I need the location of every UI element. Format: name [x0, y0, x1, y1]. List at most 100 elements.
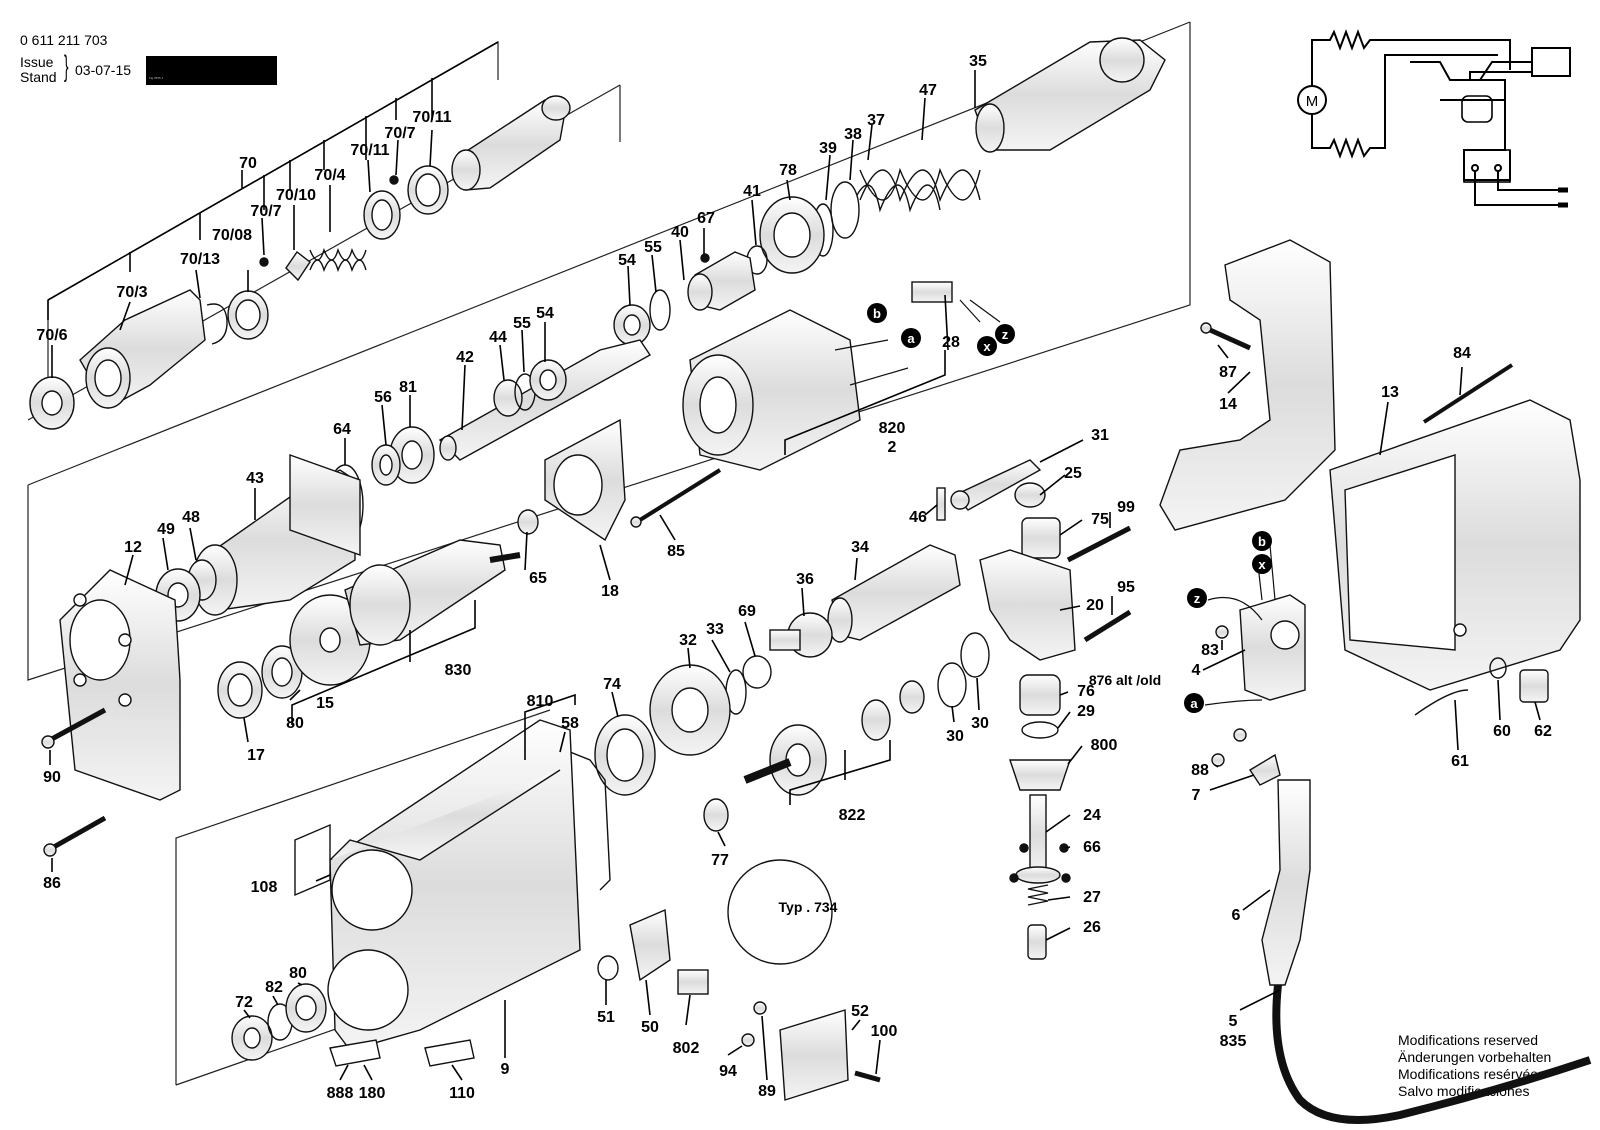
part-6-cable-sleeve: [1261, 779, 1311, 986]
part-58-clip: [539, 739, 611, 891]
part-artwork: [29, 37, 1592, 1124]
wire-lines: [834, 299, 1276, 706]
part-24-shaft: [1015, 794, 1061, 884]
part-9-gear-housing: [327, 719, 581, 1051]
part-85-screw: [630, 468, 722, 528]
label-13: 13: [1381, 384, 1399, 401]
part-84-screw: [1422, 363, 1514, 424]
svg-text:x: x: [1258, 557, 1266, 572]
part-36-piston: [769, 612, 833, 658]
part-54-bearing-upper: [613, 304, 651, 346]
label-84: 84: [1453, 345, 1471, 362]
marker-a-top: a: [901, 328, 921, 348]
stand-label: Stand: [20, 69, 57, 85]
label-4: 4: [1192, 662, 1201, 679]
label-43: 43: [246, 470, 264, 487]
part-86-screw: [43, 815, 107, 857]
label-39: 39: [819, 140, 837, 157]
label-70-08: 70/08: [212, 227, 252, 244]
part-81-bearing: [389, 426, 435, 484]
label-24: 24: [1083, 807, 1101, 824]
wire-markers: b a x z b x z a: [867, 303, 1272, 713]
label-67: 67: [697, 210, 715, 227]
label-70-4: 70/4: [314, 167, 345, 184]
part-30-washer-b: [960, 632, 990, 678]
part-888-label: [329, 1039, 381, 1067]
part-60-ring: [1489, 657, 1507, 679]
label-65: 65: [529, 570, 547, 587]
part-54-bearing-lower: [529, 359, 567, 401]
part-25-cam: [1014, 482, 1046, 508]
part-820-stator: [682, 309, 861, 471]
label-40: 40: [671, 224, 689, 241]
part-5-cable: [1272, 984, 1592, 1124]
marker-x-top: x: [977, 336, 997, 356]
label-70-3: 70/3: [116, 284, 147, 301]
part-12-flange: [59, 569, 181, 801]
part-72-ring: [231, 1015, 273, 1061]
svg-text:a: a: [907, 331, 915, 346]
marker-z-switch: z: [1187, 588, 1207, 608]
label-30-b: 30: [971, 715, 989, 732]
part-83-screw: [1215, 625, 1229, 639]
part-95-screw: [1083, 609, 1132, 643]
marker-x-switch: x: [1252, 554, 1272, 574]
issue-label: Issue: [20, 54, 54, 70]
svg-text:a: a: [1190, 696, 1198, 711]
label-35: 35: [969, 53, 987, 70]
part-13-motor-housing: [1329, 399, 1581, 691]
label-86: 86: [43, 875, 61, 892]
label-7: 7: [1192, 787, 1201, 804]
label-18: 18: [601, 583, 619, 600]
label-44: 44: [489, 329, 507, 346]
part-34-cylinder: [827, 544, 961, 643]
part-55-ring-upper: [649, 289, 671, 331]
part-20-switch-lever: [979, 549, 1076, 661]
part-62-knob: [1519, 669, 1549, 703]
motor-icon: [1297, 85, 1327, 115]
part-94-screw: [741, 1033, 755, 1047]
part-70-7-ball-b: [389, 175, 399, 185]
part-89-screw: [753, 1001, 767, 1015]
marker-b-switch: b: [1252, 531, 1272, 551]
label-56: 56: [374, 389, 392, 406]
label-54-b: 54: [536, 305, 554, 322]
label-77: 77: [711, 852, 729, 869]
label-99: 99: [1117, 499, 1135, 516]
label-6: 6: [1232, 907, 1241, 924]
part-80-bearing-lower: [285, 983, 327, 1033]
label-2: 2: [888, 439, 897, 456]
part-69-ring: [742, 655, 772, 689]
label-802: 802: [673, 1040, 700, 1057]
part-38-ring: [830, 181, 860, 239]
part-35-tool-holder: [974, 37, 1166, 153]
marker-b-top: b: [867, 303, 887, 323]
part-80-bearing: [261, 645, 303, 699]
label-5: 5: [1229, 1013, 1238, 1030]
modifications-de: Änderungen vorbehalten: [1398, 1049, 1552, 1065]
part-74-needle-bearing: [594, 714, 656, 796]
label-27: 27: [1083, 889, 1101, 906]
label-31: 31: [1091, 427, 1109, 444]
label-34: 34: [851, 539, 869, 556]
part-18-fan-baffle: [544, 418, 626, 542]
label-800: 800: [1091, 737, 1118, 754]
redaction-bar: Fig.0555.1: [146, 56, 277, 85]
part-78-bearing: [759, 196, 825, 274]
leader-lines: [47, 41, 1541, 1081]
label-180: 180: [359, 1085, 386, 1102]
part-70-13-ring: [206, 303, 228, 345]
part-46-pin: [936, 487, 946, 521]
part-tool-holder-tube: [451, 95, 571, 191]
part-17-bearing: [217, 661, 263, 719]
part-number: 0 611 211 703: [20, 32, 108, 48]
modifications-en: Modifications reserved: [1398, 1032, 1539, 1048]
part-37-spring: [849, 184, 941, 213]
part-56-ring: [371, 444, 401, 486]
label-78: 78: [779, 162, 797, 179]
label-52: 52: [851, 1003, 869, 1020]
part-70-3-sleeve: [79, 289, 206, 409]
part-70-11-ring-a: [363, 190, 401, 240]
part-51-spring: [597, 955, 619, 981]
part-30-washer-a: [937, 662, 967, 708]
